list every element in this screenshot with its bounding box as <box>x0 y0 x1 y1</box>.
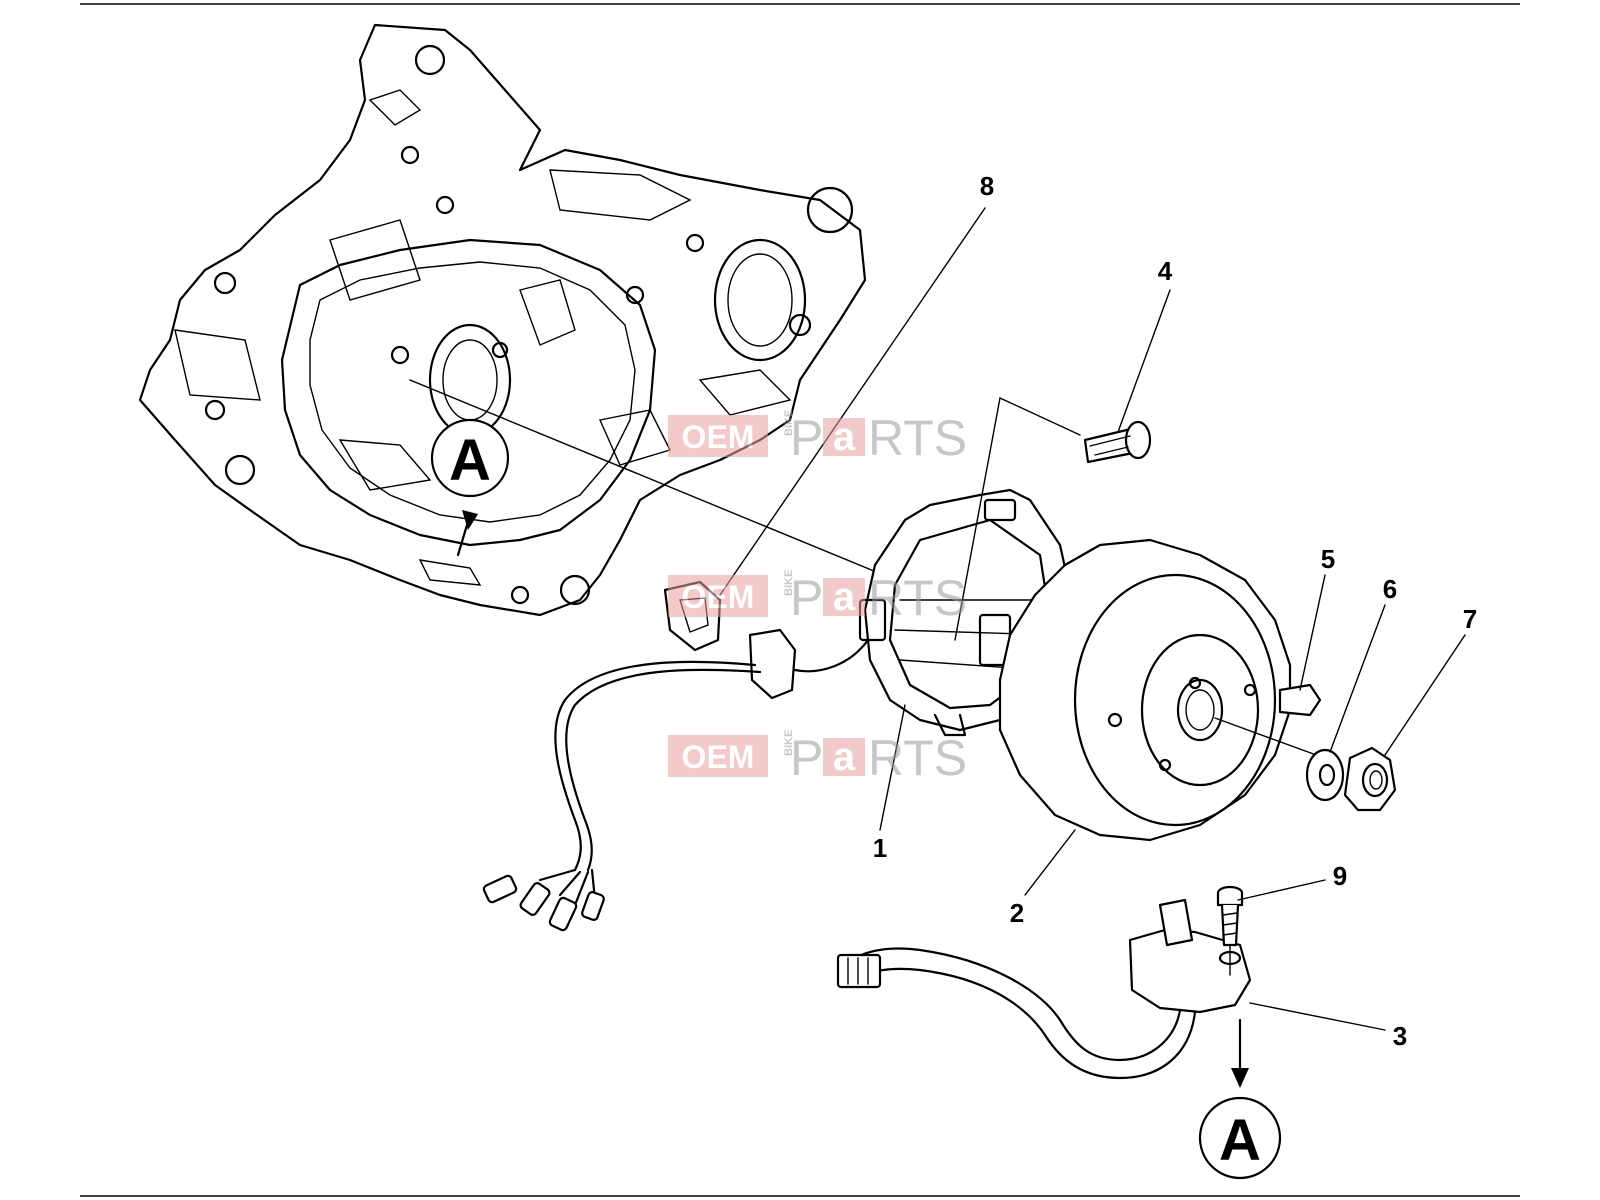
watermark-rts: RTS <box>868 730 967 786</box>
watermark-a: a <box>833 415 856 459</box>
watermark-p: P <box>790 730 823 786</box>
marker-a-bottom-label: A <box>1219 1108 1261 1173</box>
watermark-2: OEM BIKE P a RTS <box>668 570 967 626</box>
pickup-sensor-part-3 <box>836 898 1252 1080</box>
flywheel-rotor-part-2 <box>998 538 1331 842</box>
callout-1: 1 <box>873 833 887 863</box>
watermark-bike: BIKE <box>783 410 795 436</box>
watermark-a-box <box>823 418 865 456</box>
screw-assembly-line <box>954 396 1081 641</box>
callout-4: 4 <box>1158 256 1173 286</box>
marker-a-bottom: A <box>1198 1018 1282 1180</box>
stator-wire-harness <box>482 628 870 932</box>
callout-labels: 8 4 5 6 7 1 2 9 3 <box>873 171 1477 1051</box>
woodruff-key-part-5 <box>1278 683 1322 717</box>
watermark-p: P <box>790 410 823 466</box>
watermark-a-box <box>823 578 865 616</box>
watermark-p: P <box>790 570 823 626</box>
watermark-rts: RTS <box>868 570 967 626</box>
callout-8: 8 <box>980 171 994 201</box>
watermark-1: OEM BIKE P a RTS <box>668 410 967 466</box>
watermark-oem: OEM <box>682 739 755 775</box>
watermark-rts: RTS <box>868 410 967 466</box>
watermark-bike: BIKE <box>783 730 795 756</box>
leader-lines <box>719 207 1466 1031</box>
callout-9: 9 <box>1333 861 1347 891</box>
watermark-oem-box <box>668 735 768 777</box>
watermark-oem: OEM <box>682 419 755 455</box>
callout-5: 5 <box>1321 544 1335 574</box>
nut-part-7 <box>1343 746 1397 812</box>
watermark-3: OEM BIKE P a RTS <box>668 730 967 786</box>
callout-3: 3 <box>1393 1021 1407 1051</box>
washer-part-6 <box>1305 748 1345 802</box>
callout-6: 6 <box>1383 574 1397 604</box>
watermark-oem: OEM <box>682 579 755 615</box>
watermark-a: a <box>833 735 856 779</box>
screw-part-4 <box>1083 420 1152 464</box>
bolt-part-9 <box>1216 885 1244 976</box>
marker-a-top-label: A <box>449 428 491 493</box>
watermark-a-box <box>823 738 865 776</box>
callout-7: 7 <box>1463 604 1477 634</box>
callout-2: 2 <box>1010 898 1024 928</box>
watermark-bike: BIKE <box>783 570 795 596</box>
marker-a-top: A <box>430 418 510 557</box>
watermark-oem-box <box>668 575 768 617</box>
watermark-a: a <box>833 575 856 619</box>
watermark-oem-box <box>668 415 768 457</box>
